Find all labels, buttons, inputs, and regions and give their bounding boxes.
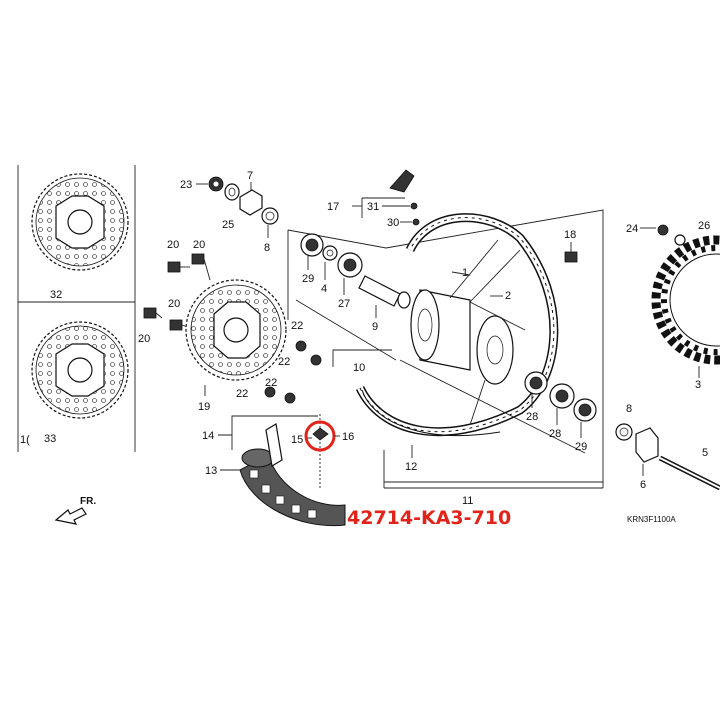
callout-18: 18 — [564, 229, 576, 241]
callout-22-b: 22 — [278, 356, 290, 368]
callout-4: 4 — [321, 283, 327, 295]
callout-5: 5 — [702, 447, 708, 459]
callout-24: 24 — [626, 223, 638, 235]
wheel-assembly-frame — [287, 209, 604, 489]
left-bearings — [300, 233, 411, 309]
callout-16: 16 — [342, 431, 354, 443]
callout-10: 10 — [353, 362, 365, 374]
callout-22-c: 22 — [265, 377, 277, 389]
callout-11: 11 — [462, 495, 473, 507]
rim — [355, 213, 559, 437]
callout-7: 7 — [247, 170, 253, 182]
nut-22-group — [264, 340, 322, 404]
tire — [239, 423, 346, 527]
inset-frame — [17, 165, 136, 452]
callout-31: 31 — [367, 201, 379, 213]
part-number: 42714-KA3-710 — [347, 507, 511, 529]
callout-6: 6 — [640, 479, 646, 491]
sprocket — [651, 235, 720, 365]
brake-disc-32 — [31, 173, 129, 271]
callout-29-a: 29 — [302, 273, 314, 285]
brake-disc-33 — [31, 321, 129, 419]
valve-nut-16 — [312, 414, 329, 490]
callout-20-c: 20 — [168, 298, 180, 310]
callout-3: 3 — [695, 379, 701, 391]
callout-27: 27 — [338, 298, 350, 310]
callout-28-a: 28 — [526, 411, 538, 423]
rim-band — [361, 389, 501, 458]
diagram-code: KRN3F1100A — [627, 515, 676, 524]
callout-1: 1 — [462, 267, 468, 279]
callout-8-b: 8 — [626, 403, 632, 415]
callout-8-a: 8 — [264, 242, 270, 254]
bolt-20-group — [143, 253, 211, 331]
callout-20-a: 20 — [167, 239, 179, 251]
callout-32: 32 — [50, 289, 62, 301]
callout-17: 17 — [327, 201, 339, 213]
callout-28-b: 28 — [549, 428, 561, 440]
bolt-18 — [564, 251, 578, 263]
front-direction-label: FR. — [80, 496, 96, 507]
axle-hardware-lower — [615, 423, 720, 491]
callout-33: 33 — [44, 433, 56, 445]
callout-14: 14 — [202, 430, 214, 442]
callout-30: 30 — [387, 217, 399, 229]
brake-disc-19 — [185, 279, 287, 381]
right-bearings — [524, 371, 597, 422]
callout-12: 12 — [405, 461, 417, 473]
callout-15: 15 — [291, 434, 303, 446]
valve-hardware — [352, 169, 420, 226]
hub — [410, 239, 526, 426]
callout-20-b: 20 — [193, 239, 205, 251]
callout-1-partial: 1( — [20, 434, 30, 446]
callout-19: 19 — [198, 401, 210, 413]
callout-26: 26 — [698, 220, 710, 232]
callout-25: 25 — [222, 219, 234, 231]
callout-13: 13 — [205, 465, 217, 477]
callout-9: 9 — [372, 321, 378, 333]
callout-22-a: 22 — [291, 320, 303, 332]
callout-23: 23 — [180, 179, 192, 191]
axle-hardware-upper — [208, 176, 279, 225]
callout-20-d: 20 — [138, 333, 150, 345]
callout-22-d: 22 — [236, 388, 248, 400]
callout-2: 2 — [505, 290, 511, 302]
front-arrow-icon — [54, 507, 87, 525]
